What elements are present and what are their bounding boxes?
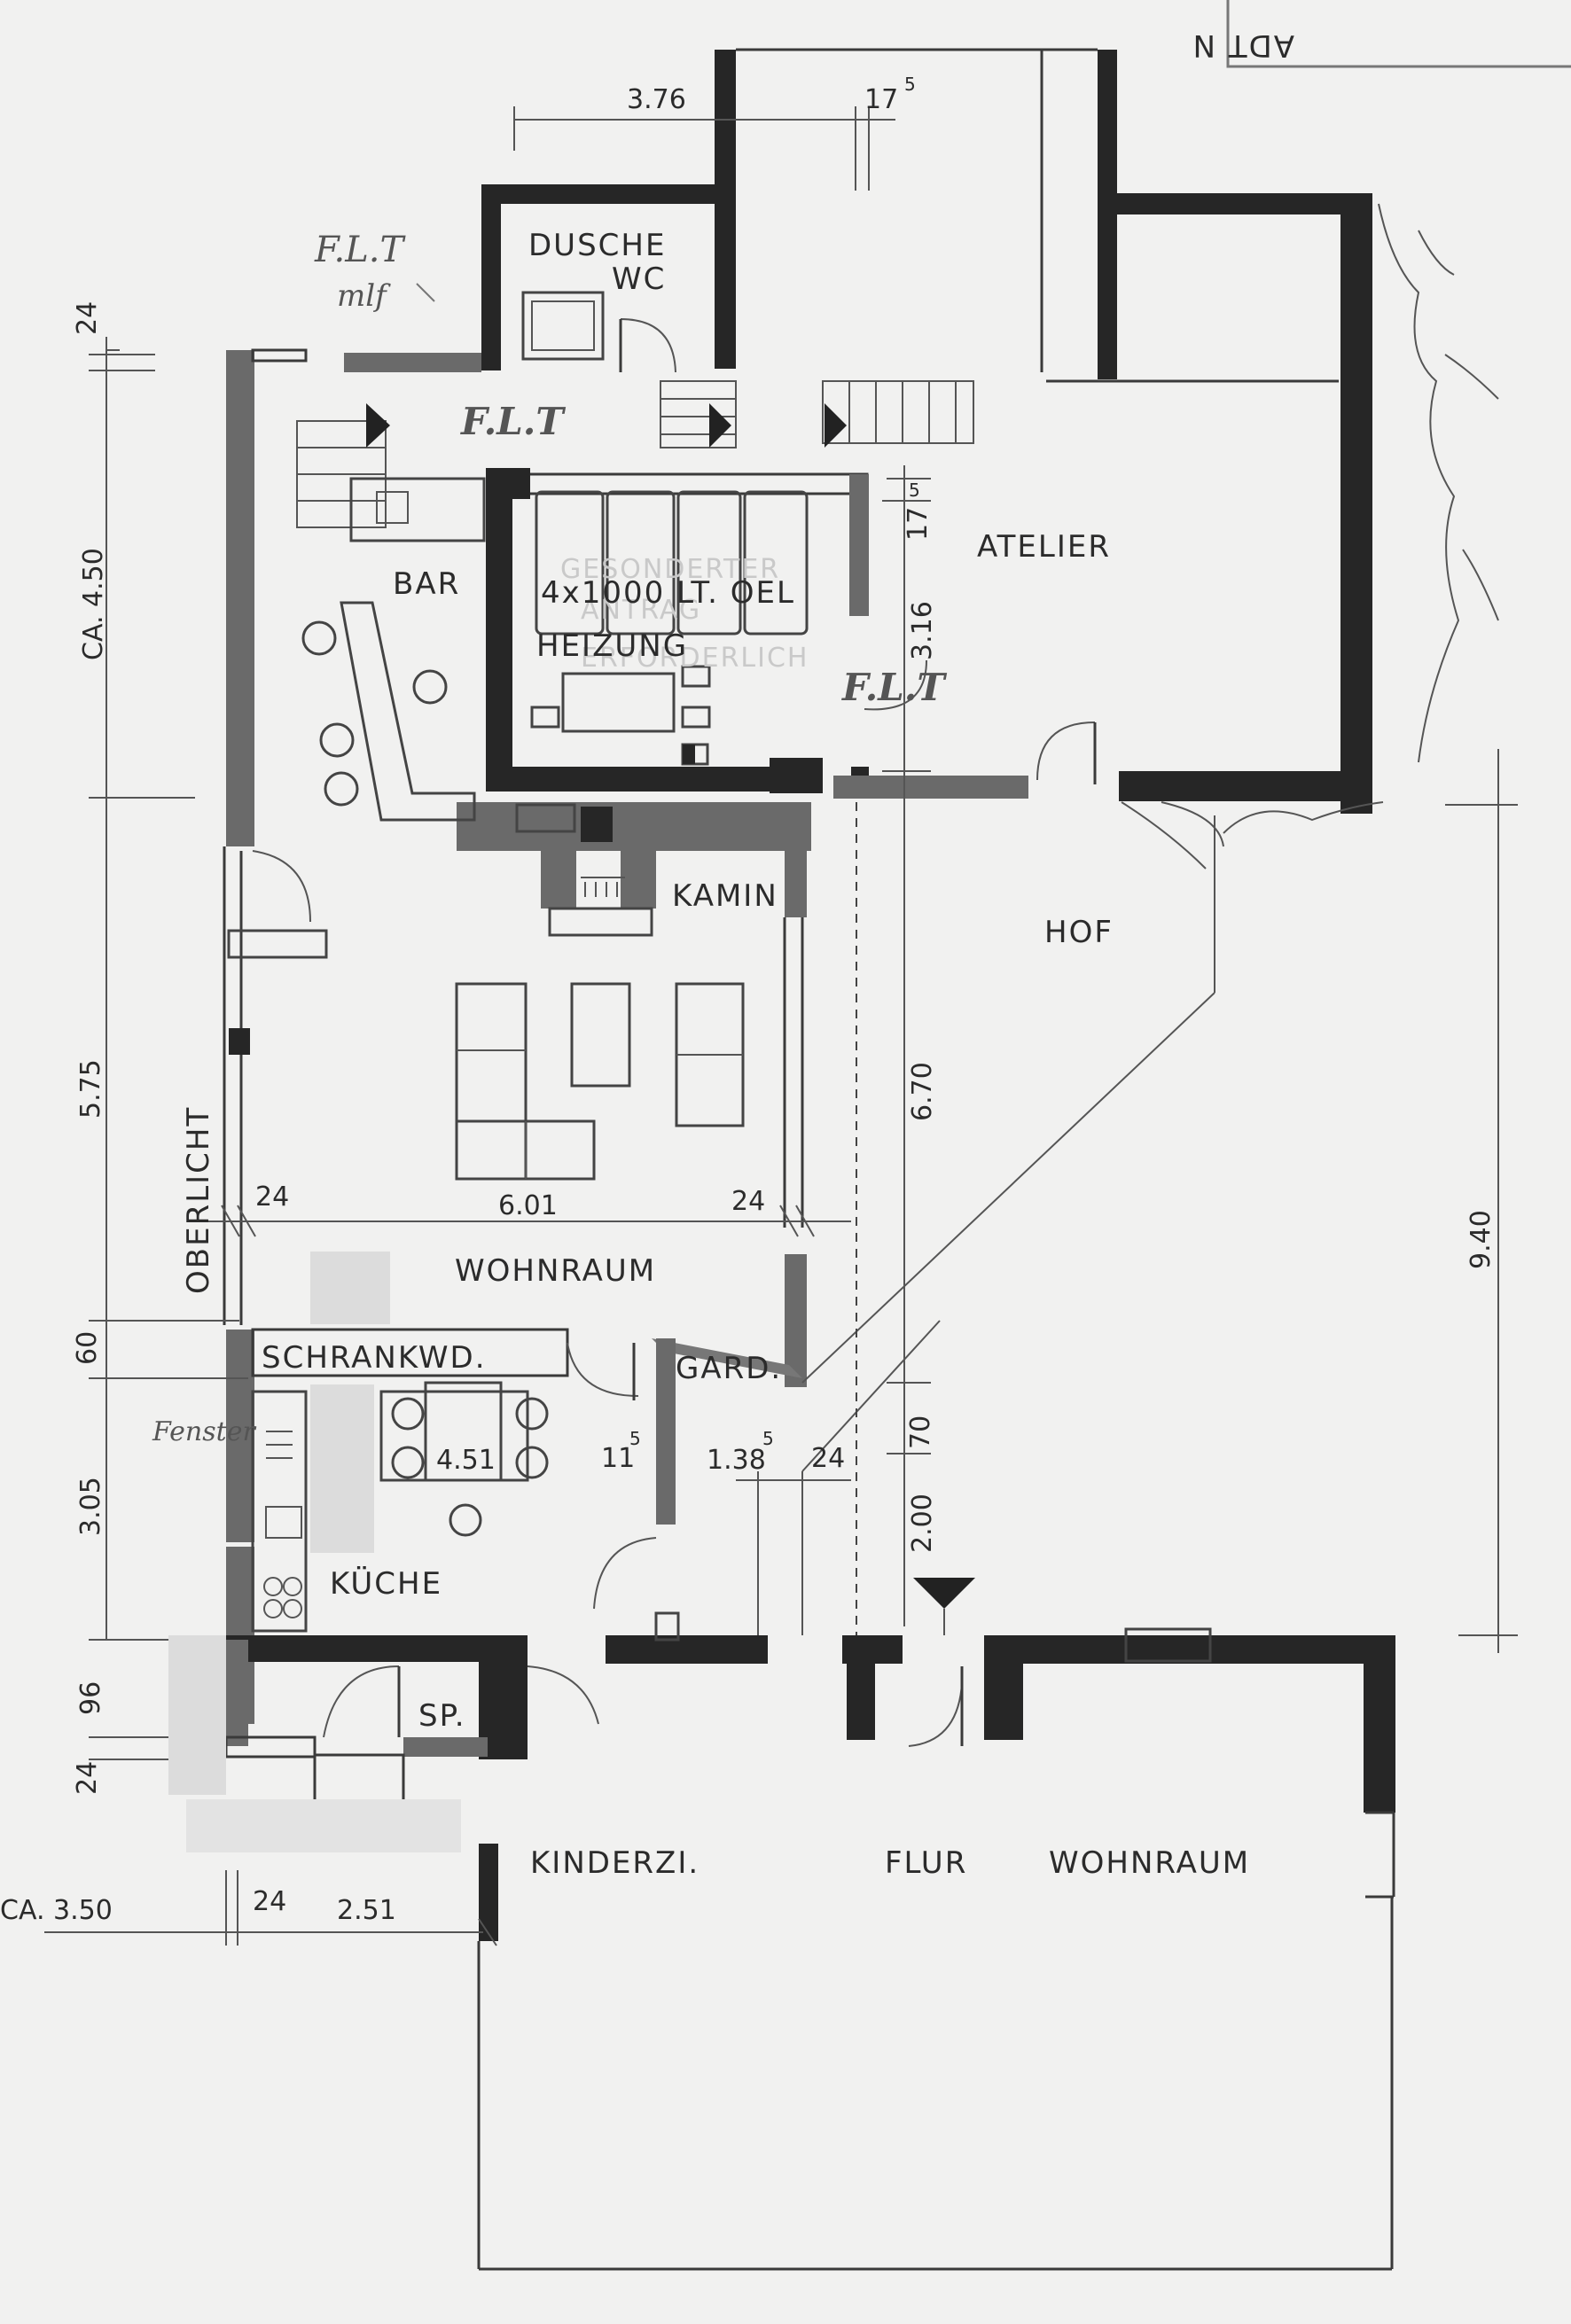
dim-138: 1.38 <box>707 1445 766 1476</box>
dim-60: 60 <box>72 1331 103 1365</box>
dim-175-right: 17 <box>903 507 934 541</box>
room-wohnraum: WOHNRAUM <box>455 1253 656 1289</box>
room-kamin: KAMIN <box>672 878 778 914</box>
dim-251: 2.51 <box>337 1895 396 1926</box>
dim-115-sup: 5 <box>629 1428 641 1449</box>
dim-316: 3.16 <box>907 601 938 660</box>
stairs <box>296 380 974 528</box>
dim-24-b2: 24 <box>253 1886 286 1917</box>
dim-24-bottom: 24 <box>72 1761 103 1795</box>
dim-24-top: 24 <box>72 301 103 335</box>
room-labels: BAR GESONDERTER ANTRAG ERFORDERLICH 4x10… <box>181 529 1250 1881</box>
note-flt-1: F.L.T <box>314 230 407 270</box>
room-atelier: ATELIER <box>977 529 1111 565</box>
note-flt-2: F.L.T <box>460 400 566 443</box>
room-gard: GARD. <box>676 1351 782 1386</box>
room-oel: 4x1000 LT. OEL <box>541 575 795 611</box>
main-walls <box>223 348 1395 2271</box>
dim-5: 5 <box>762 1428 774 1449</box>
room-kinderzi: KINDERZI. <box>530 1845 700 1881</box>
room-hof: HOF <box>1044 915 1114 950</box>
dim-24-mid: 24 <box>731 1186 765 1217</box>
dim-940: 9.40 <box>1465 1210 1497 1269</box>
ghost-text-2: ANTRAG <box>581 595 701 626</box>
dim-451: 4.51 <box>436 1445 496 1476</box>
handwritten-notes: F.L.T mlf F.L.T F.L.T Fenster <box>152 230 947 1447</box>
room-schrankwd: SCHRANKWD. <box>262 1340 487 1376</box>
ghost-text-3: ERFORDERLICH <box>581 643 809 674</box>
dimension-labels: 3.76 17 5 24 CA. 4.50 17 5 3.16 5.75 6.7… <box>0 74 1497 1926</box>
dim-175-top: 17 <box>864 84 898 115</box>
ghost-text-1: GESONDERTER <box>560 554 780 585</box>
dim-24-left: 24 <box>255 1181 289 1213</box>
dim-96: 96 <box>75 1681 106 1715</box>
redactions <box>168 1252 461 1852</box>
room-dusche: DUSCHE <box>528 228 666 263</box>
dim-601: 6.01 <box>498 1190 558 1221</box>
dim-ca350: CA. 3.50 <box>0 1895 113 1926</box>
dim-200: 2.00 <box>907 1493 938 1553</box>
room-bar: BAR <box>393 566 460 602</box>
shower-wc: DUSCHE WC <box>521 228 676 373</box>
dim-70: 70 <box>905 1415 936 1449</box>
furniture <box>251 203 1499 1747</box>
room-heizung: HEIZUNG <box>536 628 688 664</box>
room-oberlicht: OBERLICHT <box>181 1106 216 1294</box>
room-flur: FLUR <box>885 1845 967 1881</box>
dim-175-right-sup: 5 <box>909 480 920 501</box>
dim-376: 3.76 <box>627 84 686 115</box>
note-fenster: Fenster <box>152 1416 256 1447</box>
dim-670: 6.70 <box>907 1062 938 1121</box>
dim-24-gard: 24 <box>811 1443 845 1474</box>
dim-ca450: CA. 4.50 <box>78 548 109 660</box>
stamp: ADT N <box>1192 0 1571 68</box>
dim-575: 5.75 <box>75 1059 106 1119</box>
dim-175-top-sup: 5 <box>904 74 916 95</box>
dim-305: 3.05 <box>75 1477 106 1536</box>
note-flt-3: F.L.T <box>841 666 947 709</box>
room-kueche: KÜCHE <box>330 1565 442 1602</box>
upper-walls <box>481 48 1372 814</box>
room-wc: WC <box>612 261 666 297</box>
note-flt-1-sub: mlf <box>337 278 391 314</box>
room-sp: SP. <box>418 1698 466 1734</box>
room-wohnraum-2: WOHNRAUM <box>1049 1845 1250 1881</box>
dim-115: 11 <box>601 1443 635 1474</box>
stamp-text: ADT N <box>1192 27 1294 63</box>
